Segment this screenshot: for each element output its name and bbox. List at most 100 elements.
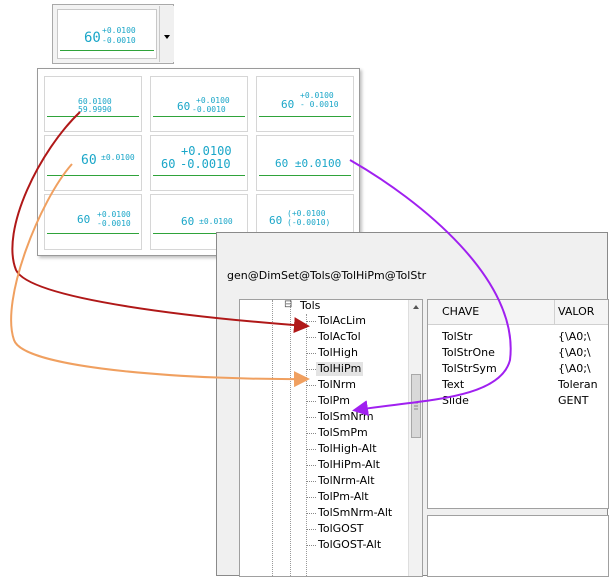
gallery-cell-pm[interactable]: 60 ±0.0100: [256, 135, 354, 191]
cell-baseline: [153, 175, 245, 176]
cell-text: 60: [81, 153, 97, 168]
tree-connector: [306, 321, 316, 322]
tree-item[interactable]: TolHiPm: [316, 362, 364, 376]
arrow-orange: [10, 163, 310, 388]
cell-text: -0.0010: [97, 219, 131, 228]
tree-connector: [306, 497, 316, 498]
collapse-icon[interactable]: ⊟: [284, 299, 293, 310]
cell-text: +0.0100: [181, 144, 232, 158]
tree-item[interactable]: TolAcTol: [318, 330, 361, 343]
tree-item[interactable]: TolGOST-Alt: [318, 538, 382, 551]
cell-text: 60 ±0.0100: [275, 157, 342, 170]
grid-row[interactable]: TolStrOne {\A0;\: [428, 346, 608, 362]
cell-text: 59.9990: [78, 105, 112, 114]
cell-text: ±0.0100: [101, 153, 135, 162]
tree-guide-line: [272, 300, 273, 576]
grid-value: Toleran: [558, 378, 598, 391]
column-header-value[interactable]: VALOR: [558, 305, 595, 318]
cell-baseline: [47, 116, 139, 117]
cell-baseline: [153, 233, 245, 234]
arrow-purple: [349, 159, 512, 417]
tree-connector: [306, 353, 316, 354]
properties-grid: CHAVE VALOR TolStr{\A0;\TolStrOne{\A0;\T…: [427, 299, 609, 509]
cell-text: (+0.0100: [287, 209, 326, 218]
tree-connector: [306, 417, 316, 418]
column-divider[interactable]: [554, 300, 555, 324]
tree-connector: [306, 385, 316, 386]
cell-baseline: [259, 116, 351, 117]
cell-baseline: [259, 175, 351, 176]
cell-text: 60: [161, 157, 176, 171]
cell-text: 60: [177, 100, 191, 113]
tolerance-style-gallery: 60.0100 59.9990 60 +0.0100 -0.0010 60 +0…: [37, 68, 360, 256]
arrow-red: [11, 111, 310, 334]
tree-item[interactable]: TolPm: [318, 394, 350, 407]
cell-text: -0.0010: [180, 157, 231, 171]
tree-item[interactable]: TolGOST: [318, 522, 364, 535]
grid-header: CHAVE VALOR: [428, 300, 608, 325]
cell-baseline: [47, 175, 139, 176]
preview-baseline: [60, 50, 154, 51]
tree-connector: [306, 337, 316, 338]
tree-item[interactable]: TolNrm: [318, 378, 356, 391]
cell-text: 60: [77, 213, 91, 226]
cell-text: +0.0100: [97, 210, 131, 219]
tree-item[interactable]: TolHigh-Alt: [318, 442, 377, 455]
tree-guide-line: [290, 300, 291, 576]
tree-item[interactable]: TolSmNrm-Alt: [318, 506, 393, 519]
cell-text: 60: [269, 214, 283, 227]
dimension-settings-window: gen@DimSet@Tols@TolHiPm@TolStr ⊟ Tols To…: [216, 232, 609, 577]
gallery-cell-hipm[interactable]: 60 ±0.0100: [44, 135, 142, 191]
grid-value: {\A0;\: [558, 362, 591, 375]
tree-item[interactable]: TolSmPm: [318, 426, 368, 439]
scroll-up-icon[interactable]: [409, 302, 423, 312]
tree-parent-tols[interactable]: Tols: [300, 299, 321, 312]
grid-key: TolStrOne: [442, 346, 495, 359]
gallery-cell-inline[interactable]: +0.0100 60 -0.0010: [150, 135, 248, 191]
tree-guide-line: [306, 314, 307, 576]
preview-lower: -0.0010: [102, 36, 136, 45]
preview-upper: +0.0100: [102, 26, 136, 35]
tree-connector: [306, 465, 316, 466]
cell-text: +0.0100: [300, 91, 334, 100]
dropdown-button[interactable]: [159, 6, 174, 62]
breadcrumb: gen@DimSet@Tols@TolHiPm@TolStr: [227, 269, 427, 282]
tree-connector: [306, 433, 316, 434]
cell-text: 60: [181, 215, 195, 228]
preview-nominal: 60: [84, 30, 101, 46]
grid-row[interactable]: TolStrSym {\A0;\: [428, 362, 608, 378]
cell-text: (-0.0010): [287, 218, 331, 227]
grid-row[interactable]: Text Toleran: [428, 378, 608, 394]
grid-key: Text: [442, 378, 465, 391]
gallery-cell-high[interactable]: 60 +0.0100 - 0.0010: [256, 76, 354, 132]
tolerance-style-dropdown[interactable]: 60 +0.0100 -0.0010: [52, 4, 174, 64]
grid-key: TolStr: [442, 330, 473, 343]
cell-text: -0.0010: [192, 105, 226, 114]
tree-connector: [306, 369, 316, 370]
tree-connector: [306, 529, 316, 530]
column-header-key[interactable]: CHAVE: [442, 305, 480, 318]
tree-connector: [306, 449, 316, 450]
grid-row[interactable]: TolStr {\A0;\: [428, 330, 608, 346]
cell-text: 60.0100: [78, 97, 112, 106]
tree-item[interactable]: TolHiPm-Alt: [318, 458, 380, 471]
tree-item[interactable]: TolHigh: [318, 346, 358, 359]
cell-text: +0.0100: [196, 96, 230, 105]
tree-item[interactable]: TolAcLim: [318, 314, 366, 327]
tree-item[interactable]: TolNrm-Alt: [318, 474, 375, 487]
cell-text: - 0.0010: [300, 100, 339, 109]
grid-value: {\A0;\: [558, 330, 591, 343]
grid-value: {\A0;\: [558, 346, 591, 359]
gallery-cell-limits[interactable]: 60.0100 59.9990: [44, 76, 142, 132]
value-editor[interactable]: [427, 515, 609, 577]
grid-key: TolStrSym: [442, 362, 497, 375]
tree-connector: [306, 401, 316, 402]
cell-text: 60: [281, 98, 295, 111]
tree-item[interactable]: TolPm-Alt: [318, 490, 369, 503]
tree-connector: [306, 545, 316, 546]
grid-value: GENT: [558, 394, 589, 407]
gallery-cell-stacked[interactable]: 60 +0.0100 -0.0010: [150, 76, 248, 132]
gallery-cell-stacked-small[interactable]: 60 +0.0100 -0.0010: [44, 194, 142, 250]
